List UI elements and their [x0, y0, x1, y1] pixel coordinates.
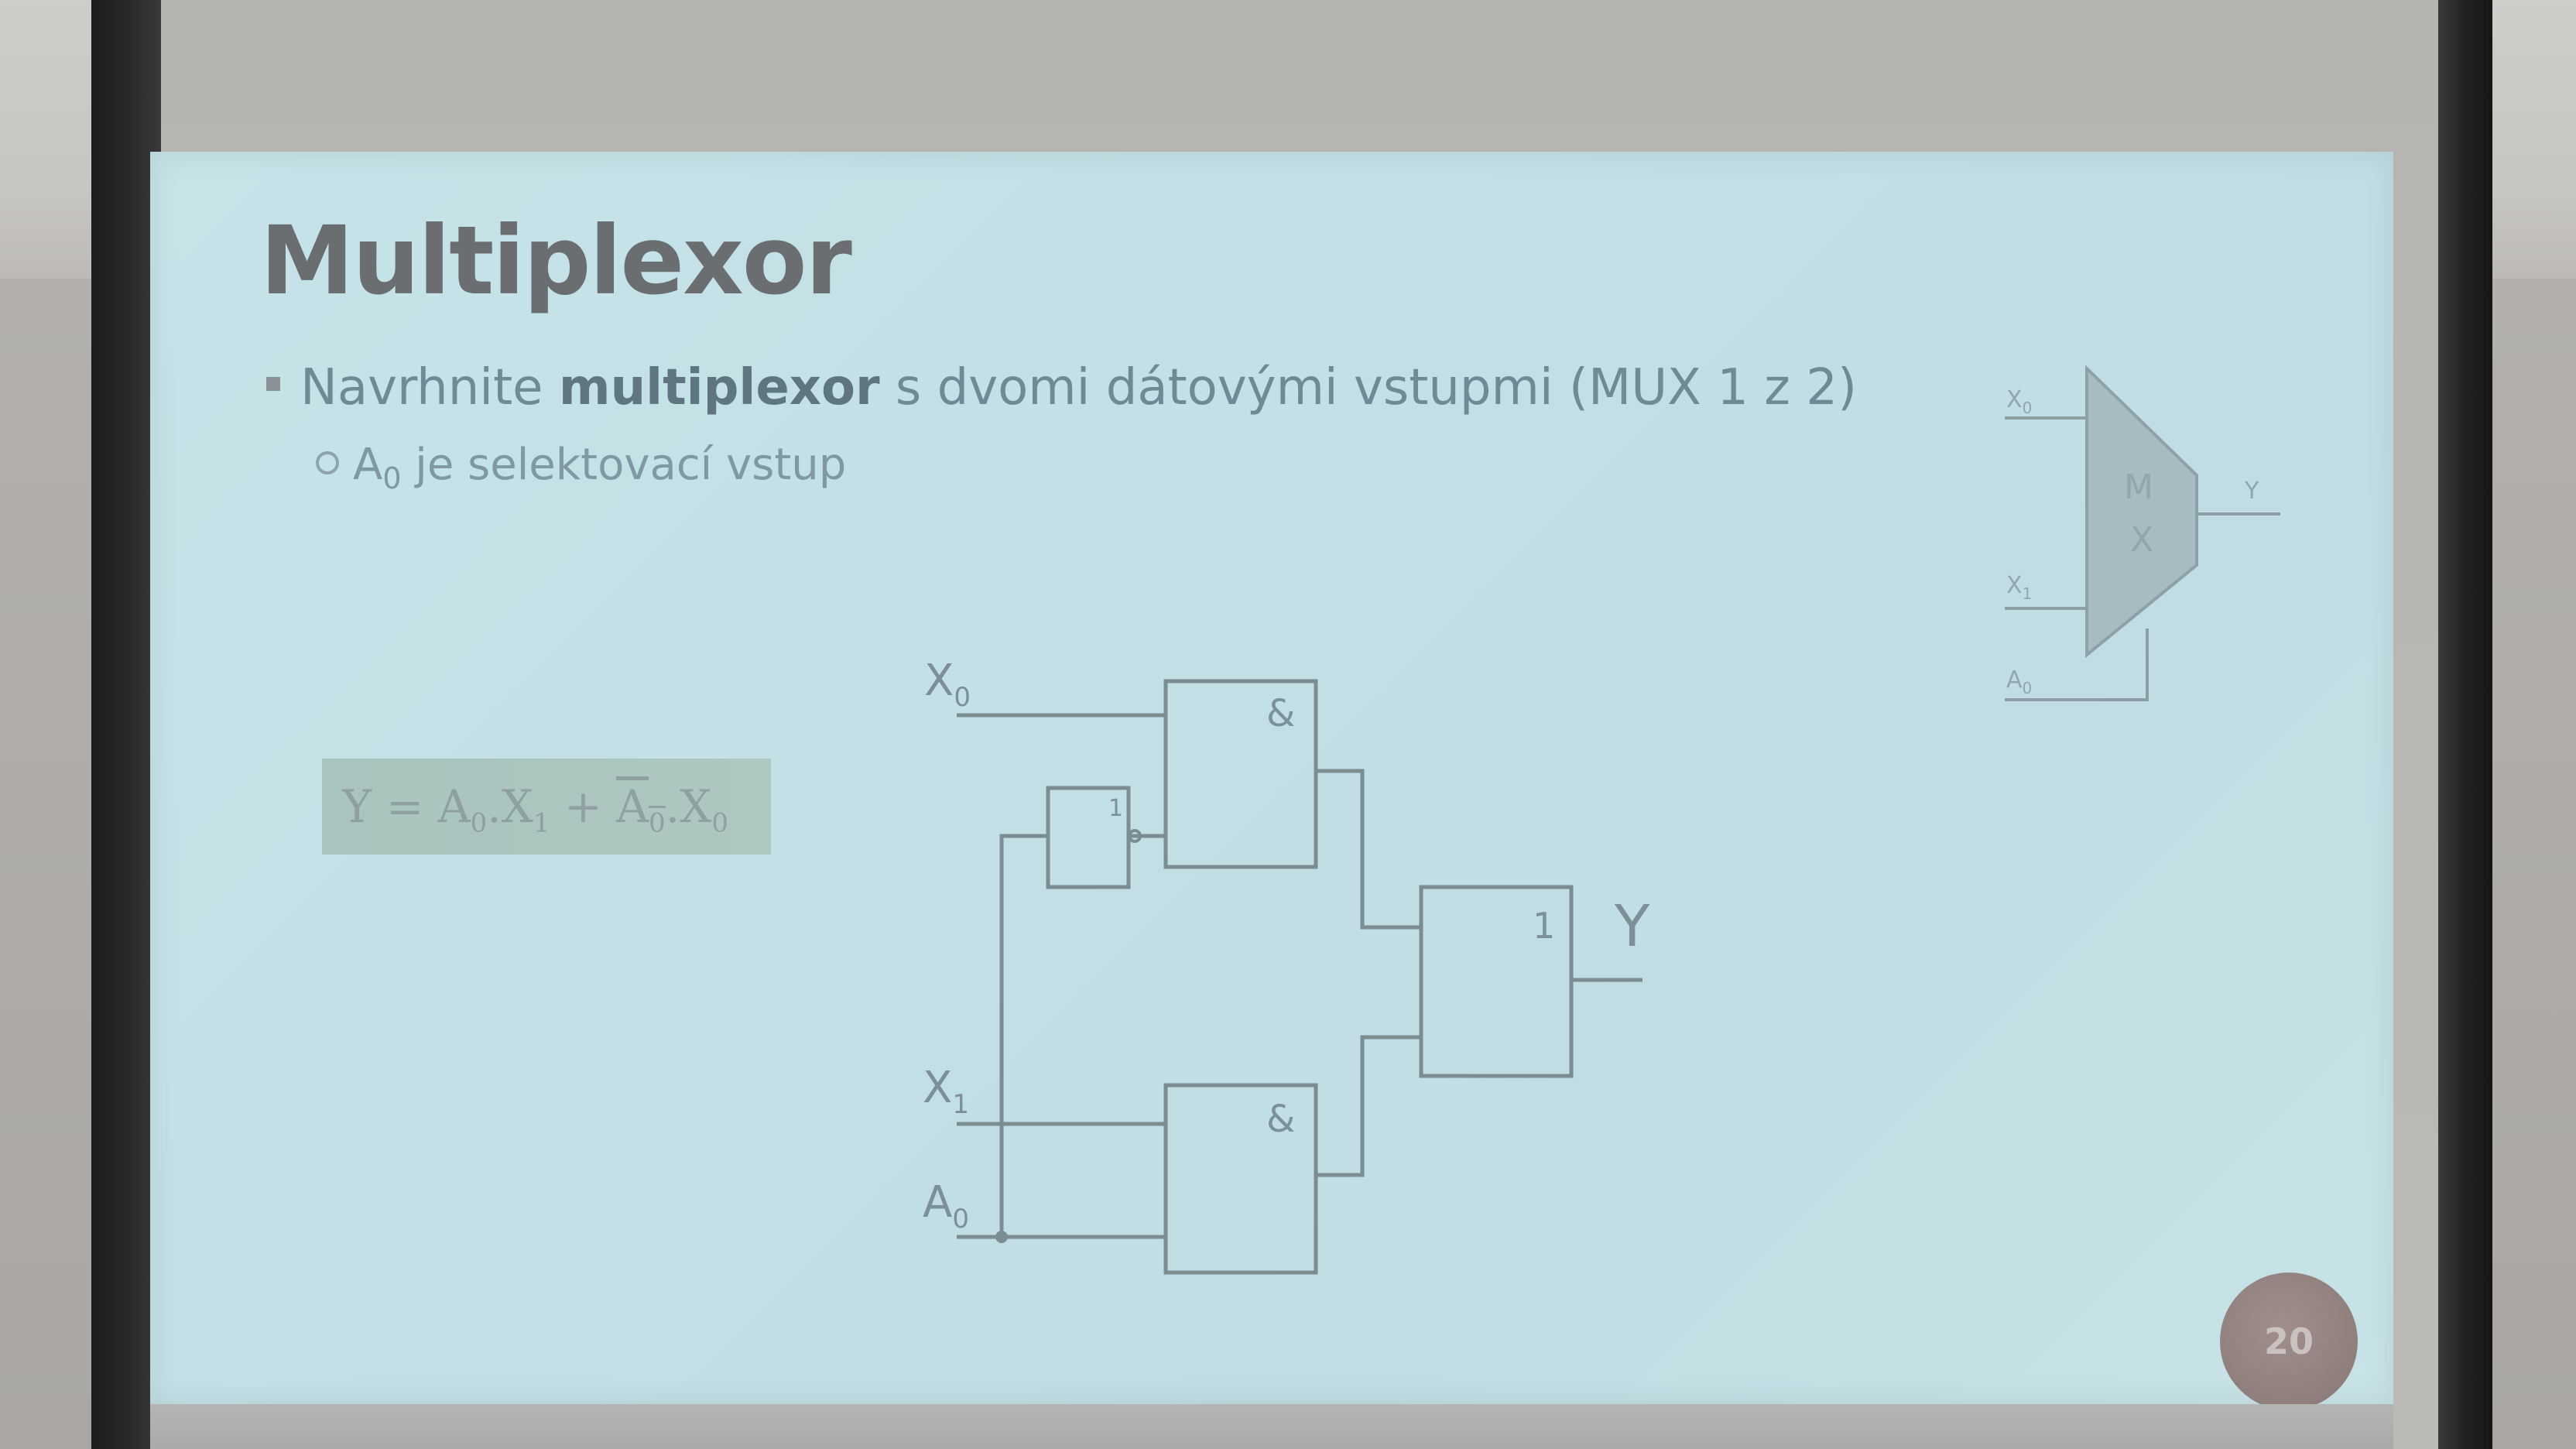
- mux-label-x1: X1: [2006, 572, 2032, 603]
- or-label: 1: [1533, 905, 1555, 947]
- formula-negated-a: A: [616, 780, 649, 833]
- slide-title: Multiplexor: [260, 206, 852, 316]
- boolean-formula: Y = A0.X1 + A0.X0: [322, 759, 771, 855]
- junction-dot: [995, 1231, 1008, 1243]
- sub-bullet-text: je selektovací vstup: [401, 440, 847, 490]
- sub-bullet: A0 je selektovací vstup: [316, 440, 846, 495]
- formula-sub: 0: [649, 807, 666, 839]
- mux-wire-a0: [2005, 629, 2149, 701]
- wire-and-top-out: [1316, 769, 1421, 930]
- formula-term: .X: [665, 780, 712, 833]
- mux-symbol: X0 X1 A0 M X Y: [2005, 365, 2280, 701]
- mux-label-m: M: [2124, 468, 2153, 507]
- bullet-text-bold: multiplexor: [558, 359, 880, 416]
- mux-trapezoid: [2085, 365, 2198, 659]
- mux-label-x: X: [2130, 520, 2153, 560]
- presentation-slide: Multiplexor Navrhnite multiplexor s dvom…: [150, 152, 2393, 1410]
- bullet-text-pre: Navrhnite: [300, 359, 559, 416]
- and-top-label: &: [1266, 692, 1295, 735]
- and-gate-bottom: [1163, 1083, 1318, 1275]
- formula-term: .X: [487, 780, 534, 833]
- and-bottom-label: &: [1266, 1098, 1295, 1141]
- circle-bullet-icon: [316, 450, 339, 474]
- formula-plus: +: [550, 780, 617, 833]
- output-label-y: Y: [1614, 893, 1650, 960]
- not-bubble: [1128, 829, 1142, 843]
- not-label: 1: [1108, 795, 1123, 822]
- wire-a0-branch: [999, 834, 1048, 1237]
- mux-label-x0: X0: [2006, 386, 2032, 417]
- screen-frame-left: [91, 0, 161, 1449]
- main-bullet: Navrhnite multiplexor s dvomi dátovými v…: [266, 359, 1857, 416]
- formula-sub: 1: [533, 807, 550, 839]
- label-a0: A0: [923, 1177, 969, 1235]
- and-gate-top: [1163, 679, 1318, 869]
- sub-bullet-var: A: [353, 440, 383, 490]
- bullet-text-post: s dvomi dátovými vstupmi (MUX 1 z 2): [879, 359, 1857, 416]
- formula-sub: 0: [711, 807, 729, 839]
- mux-label-a0: A0: [2006, 666, 2032, 697]
- sub-bullet-index: 0: [382, 461, 402, 496]
- screen-frame-right: [2438, 0, 2492, 1449]
- formula-lhs: Y = A: [342, 780, 471, 833]
- page-number-badge: 20: [2220, 1273, 2358, 1410]
- square-bullet-icon: [266, 377, 280, 392]
- wire-and-bottom-out: [1316, 1035, 1421, 1177]
- label-x0: X0: [924, 656, 971, 713]
- mux-label-y: Y: [2244, 478, 2259, 505]
- screen-bottom-edge: [150, 1404, 2393, 1449]
- formula-sub: 0: [470, 807, 488, 839]
- label-x1: X1: [923, 1063, 969, 1120]
